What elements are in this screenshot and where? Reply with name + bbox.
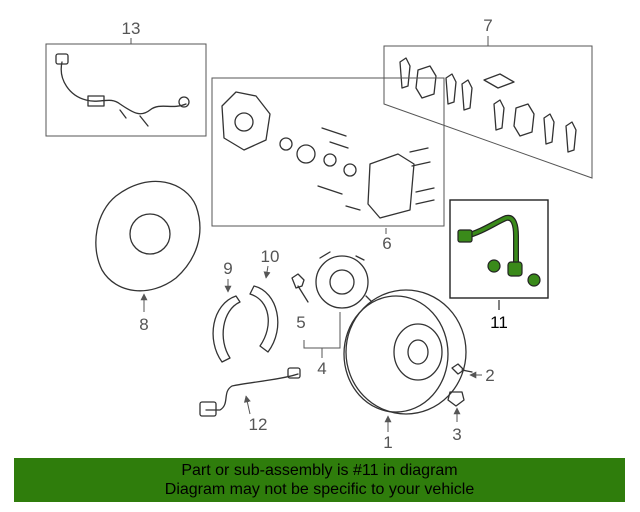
pad-shim-2: [445, 73, 457, 105]
wire-brackets: [119, 109, 149, 127]
brake-shoe-10: [249, 285, 279, 353]
pad-shim-4: [493, 99, 505, 131]
seal-ring-1: [279, 137, 293, 151]
caliper-bracket: [367, 153, 415, 219]
piston: [296, 144, 316, 164]
part-4-hub-group[interactable]: 4: [303, 251, 373, 378]
callout-1: 1: [383, 433, 392, 452]
part-2-rotor-screw-group[interactable]: 2: [451, 363, 495, 385]
splash-shield-hub-opening: [129, 213, 171, 255]
part-1-brake-rotor-group[interactable]: 1: [343, 289, 467, 452]
callout-3: 3: [452, 425, 461, 444]
hub-flange: [315, 255, 369, 309]
part-7-box: [383, 45, 593, 179]
callout-2: 2: [485, 366, 494, 385]
sensor-wire: [60, 61, 187, 115]
brake-parts-diagram: 13 7 6: [45, 16, 593, 452]
part-12-sensor-wire-group[interactable]: 12: [199, 367, 301, 434]
rotor-screw: [451, 363, 473, 375]
rotor-center-bore: [407, 339, 429, 365]
wheel-stud: [291, 273, 309, 303]
hub-center: [329, 269, 355, 295]
leader-line-12: [243, 395, 251, 415]
callout-4: 4: [317, 359, 326, 378]
rotor-hat: [393, 323, 443, 381]
info-banner: Part or sub-assembly is #11 in diagram D…: [14, 458, 625, 502]
brake-shoe-9: [212, 295, 241, 363]
part-9-brake-shoe-group[interactable]: 9: [212, 259, 241, 363]
banjo-fitting: [507, 261, 523, 277]
brake-pad-2: [513, 103, 535, 137]
callout-5: 5: [296, 313, 305, 332]
callout-11: 11: [490, 313, 508, 332]
pad-retainers: [409, 147, 435, 205]
bracket-bolts: [317, 185, 361, 211]
brake-hose: [464, 216, 518, 264]
leader-line-10: [263, 265, 271, 279]
pad-shim-5: [543, 113, 555, 145]
sensor-connector: [55, 53, 69, 65]
boot: [343, 163, 357, 177]
cable-end: [287, 367, 301, 379]
pad-shim-1: [399, 57, 411, 89]
callout-9: 9: [223, 259, 232, 278]
pad-shim-6: [565, 121, 577, 153]
part-6-box: [211, 77, 445, 227]
info-banner-line-1: Part or sub-assembly is #11 in diagram: [181, 462, 458, 479]
part-7-brake-pads-group[interactable]: 7: [383, 16, 593, 179]
caliper-body: [221, 91, 271, 151]
part-11-brake-hose-group[interactable]: 11: [449, 199, 549, 332]
callout-7: 7: [483, 16, 492, 35]
part-8-splash-shield-group[interactable]: 8: [95, 180, 201, 334]
callout-10: 10: [261, 247, 280, 266]
callout-6: 6: [382, 234, 391, 253]
sensor-head: [178, 96, 190, 108]
part-5-wheel-stud-group[interactable]: 5: [291, 273, 309, 332]
callout-12: 12: [249, 415, 268, 434]
part-10-brake-shoe-group[interactable]: 10: [249, 247, 280, 353]
seal-ring-2: [323, 153, 337, 167]
rotor-face: [343, 295, 449, 413]
washer-1: [487, 259, 501, 273]
pad-spring: [483, 73, 515, 89]
caliper-bore: [234, 112, 254, 132]
part-13-abs-sensor-group[interactable]: 13: [45, 19, 207, 137]
hose-fitting: [457, 229, 473, 243]
part-3-cap-group[interactable]: 3: [447, 391, 465, 444]
washer-2: [527, 273, 541, 287]
guide-pins: [321, 127, 349, 149]
cap: [447, 391, 465, 407]
part-6-caliper-group[interactable]: 6: [211, 77, 445, 253]
callout-13: 13: [122, 19, 141, 38]
rotor-outer: [345, 289, 467, 415]
callout-8: 8: [139, 315, 148, 334]
part-11-box: [449, 199, 549, 299]
sensor-cable: [205, 373, 299, 411]
part-13-box: [45, 43, 207, 137]
pad-shim-3: [461, 79, 473, 111]
info-banner-line-2: Diagram may not be specific to your vehi…: [164, 481, 475, 498]
splash-shield: [95, 180, 201, 292]
wire-clip: [87, 95, 105, 107]
leader-line-4: [303, 312, 341, 349]
cable-connector: [199, 401, 217, 417]
brake-pad-1: [415, 65, 437, 99]
